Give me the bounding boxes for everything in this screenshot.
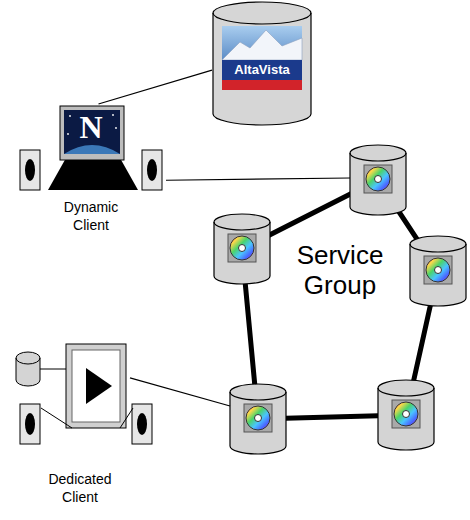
logo-stripe bbox=[222, 80, 302, 90]
server-cylinder bbox=[350, 145, 406, 215]
server-cylinder bbox=[410, 236, 466, 306]
group-label: Service Group bbox=[270, 240, 410, 300]
star-dot bbox=[115, 127, 117, 129]
connector-line bbox=[99, 70, 213, 104]
player-screen bbox=[72, 350, 120, 422]
service-group: Service Group bbox=[230, 178, 464, 428]
wire bbox=[40, 369, 66, 370]
monitor-base bbox=[48, 158, 138, 190]
connector-line bbox=[130, 378, 230, 406]
cylinder-body bbox=[213, 2, 311, 125]
logo-sky bbox=[222, 26, 302, 60]
server-cylinder bbox=[214, 214, 270, 284]
logo-letter: N bbox=[71, 110, 111, 144]
client-label: Dedicated Client bbox=[40, 470, 120, 506]
disk-cylinder bbox=[16, 352, 40, 386]
speaker-icon bbox=[20, 404, 40, 444]
wire bbox=[120, 408, 133, 428]
server-cylinder bbox=[378, 380, 434, 450]
speaker-icon bbox=[20, 150, 40, 190]
database-cylinder: AltaVista bbox=[212, 2, 312, 126]
speaker-icon bbox=[142, 150, 162, 190]
logo-text: AltaVista bbox=[222, 60, 302, 80]
play-symbol bbox=[86, 368, 112, 404]
cylinder-rim bbox=[213, 13, 311, 24]
wire bbox=[41, 408, 72, 428]
monitor-screen bbox=[64, 110, 120, 154]
monitor-bezel bbox=[60, 106, 124, 160]
star-dot bbox=[69, 115, 71, 117]
star-dot bbox=[112, 114, 114, 116]
player-box bbox=[66, 344, 126, 428]
disk-rim bbox=[16, 358, 40, 364]
connector-line bbox=[166, 178, 350, 180]
server-cylinder bbox=[230, 384, 286, 454]
screen-horizon bbox=[64, 145, 120, 154]
star-dot bbox=[67, 133, 69, 135]
client-label: Dynamic Client bbox=[51, 198, 131, 234]
logo-band bbox=[222, 60, 302, 80]
logo-mountains bbox=[222, 30, 302, 60]
client-node: Dedicated Client bbox=[30, 342, 130, 514]
client-node: N Dynamic Client bbox=[16, 104, 166, 238]
speaker-icon bbox=[132, 404, 152, 444]
